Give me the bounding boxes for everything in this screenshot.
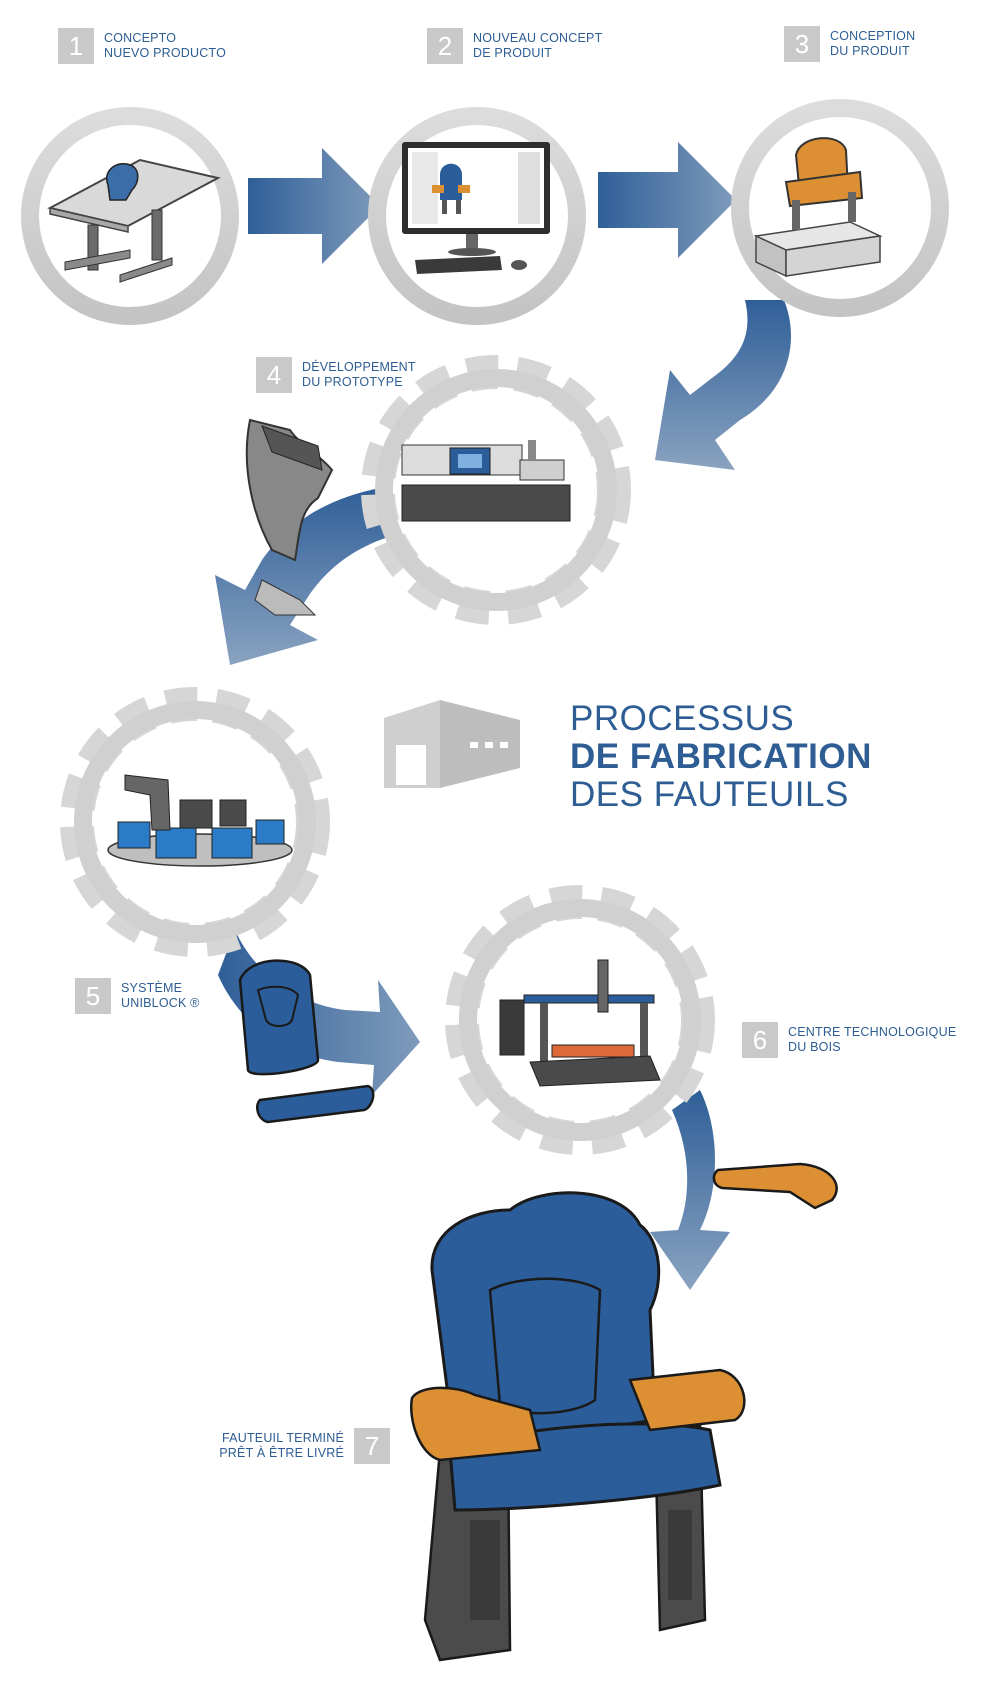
step-2-number: 2 [427,28,463,64]
uniblock-carousel-icon [107,774,293,867]
drafting-table-icon [47,158,221,283]
ring-3 [731,99,949,317]
step-2-label: 2 NOUVEAU CONCEPT DE PRODUIT [427,28,602,64]
arrow-6-to-7 [650,1090,730,1290]
step-1-text: CONCEPTO NUEVO PRODUCTO [104,31,227,60]
prototype-seat-icon [245,418,334,616]
step-4-label: 4 DÉVELOPPEMENT DU PROTOTYPE [256,357,416,393]
step-6-label: 6 CENTRE TECHNOLOGIQUE DU BOIS [742,1022,956,1058]
title-line-1: PROCESSUS [570,699,795,738]
arrow-5-to-6 [218,930,420,1095]
step-5-number: 5 [75,978,111,1014]
step-1-label: 1 CONCEPTO NUEVO PRODUCTO [58,28,226,64]
arrow-3-to-4 [655,300,792,470]
page-title: PROCESSUS DE FABRICATION DES FAUTEUILS [570,700,872,814]
step-7-text: FAUTEUIL TERMINÉ PRÊT À ÊTRE LIVRÉ [219,1431,344,1460]
injection-machine-icon [401,440,571,522]
finished-armchair-icon [409,1191,746,1662]
step-3-label: 3 CONCEPTION DU PRODUIT [784,26,915,62]
arrow-4-to-5 [215,488,395,665]
armrest-part-icon [712,1162,838,1210]
step-2-text: NOUVEAU CONCEPT DE PRODUIT [473,31,603,60]
step-6-text: CENTRE TECHNOLOGIQUE DU BOIS [788,1025,957,1054]
cnc-machine-icon [499,959,661,1087]
title-line-2: DE FABRICATION [570,737,872,776]
arrow-2-to-3 [598,142,736,258]
factory-icon [384,700,520,788]
computer-icon [402,142,550,274]
step-5-text: SYSTÈME UNIBLOCK ® [121,981,200,1010]
gear-6 [445,885,715,1155]
step-5-label: 5 SYSTÈME UNIBLOCK ® [75,978,200,1014]
step-4-number: 4 [256,357,292,393]
uniblock-seat-icon [238,959,375,1124]
step-3-number: 3 [784,26,820,62]
step-7-label: FAUTEUIL TERMINÉ PRÊT À ÊTRE LIVRÉ 7 [219,1428,390,1464]
step-7-number: 7 [354,1428,390,1464]
arrow-1-to-2 [248,148,380,264]
chair-on-pedestal-icon [753,137,883,278]
title-line-3: DES FAUTEUILS [570,775,849,814]
step-6-number: 6 [742,1022,778,1058]
step-1-number: 1 [58,28,94,64]
step-3-text: CONCEPTION DU PRODUIT [830,29,916,58]
step-4-text: DÉVELOPPEMENT DU PROTOTYPE [302,360,416,389]
